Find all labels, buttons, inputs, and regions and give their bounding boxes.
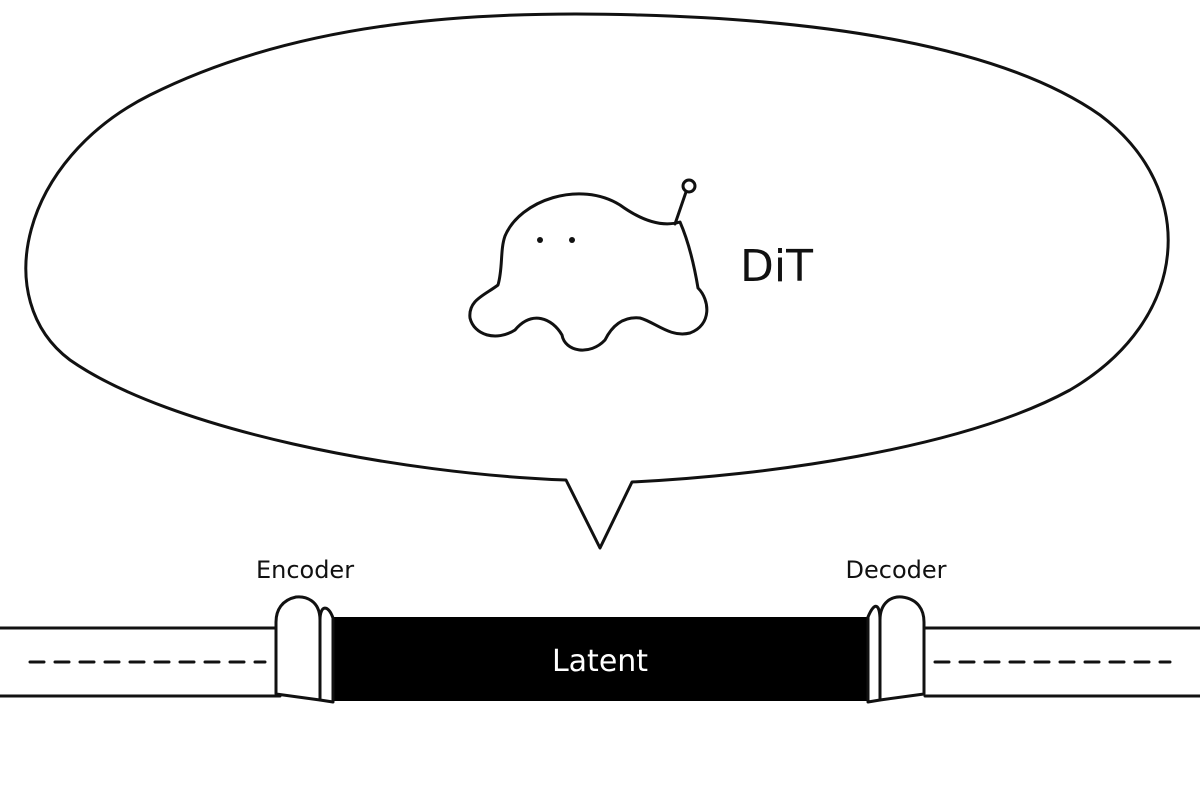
left-pipe [0, 626, 282, 698]
blob-creature-with-antenna-icon [468, 178, 709, 352]
latent-label: Latent [552, 644, 648, 679]
model-label: DiT [740, 241, 813, 292]
encoder-gate [274, 595, 335, 704]
latent-block [333, 617, 868, 701]
left-eye [537, 237, 543, 243]
right-eye [569, 237, 575, 243]
decoder-label: Decoder [846, 556, 947, 584]
decoder-gate [866, 595, 926, 704]
encoder-label: Encoder [256, 556, 354, 584]
speech-bubble [24, 12, 1170, 550]
right-pipe [923, 626, 1200, 698]
